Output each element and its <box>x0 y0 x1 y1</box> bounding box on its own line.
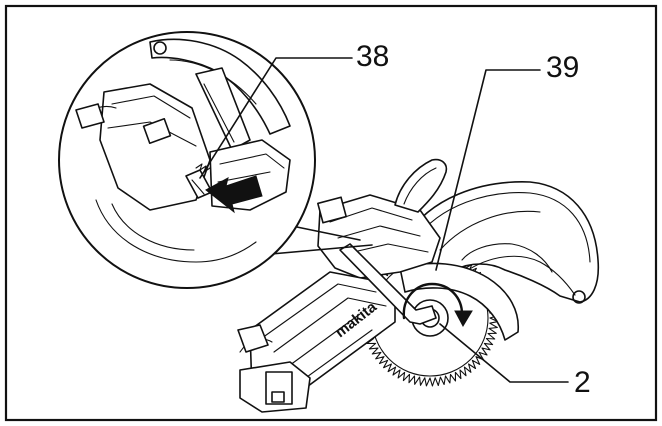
figure-frame <box>4 4 658 422</box>
lower-blade-guard <box>399 262 520 341</box>
rotation-arrow <box>402 282 464 320</box>
leader-39 <box>435 69 541 271</box>
push-arrow <box>205 175 263 214</box>
leader-38 <box>199 57 353 179</box>
callout-39: 39 <box>546 51 579 84</box>
leader-2 <box>439 323 569 383</box>
inset-detail <box>75 38 291 263</box>
callout-38: 38 <box>356 40 389 73</box>
magnified-inset <box>58 31 373 289</box>
saw-handle <box>394 158 448 213</box>
callout-2: 2 <box>574 366 591 399</box>
saw-body: makita <box>237 158 600 413</box>
socket-wrench <box>339 243 437 325</box>
